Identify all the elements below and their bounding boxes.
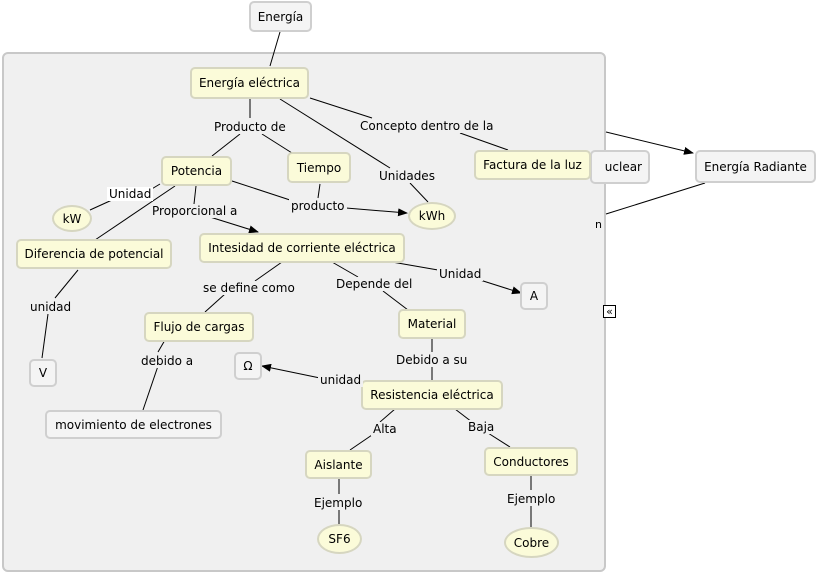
node-material[interactable]: Material xyxy=(398,309,466,339)
node-kwh[interactable]: kWh xyxy=(408,202,456,230)
node-kw[interactable]: kW xyxy=(52,205,92,232)
node-intensidad-corriente[interactable]: Intesidad de corriente eléctrica xyxy=(199,233,405,263)
link-label-se-define: se define como xyxy=(201,281,297,295)
link-label-unidad-kw: Unidad xyxy=(107,187,154,201)
node-factura-luz[interactable]: Factura de la luz xyxy=(474,150,591,180)
node-aislante[interactable]: Aislante xyxy=(305,450,372,479)
node-flujo-cargas[interactable]: Flujo de cargas xyxy=(144,312,254,342)
hidden-label-fragment: n xyxy=(595,218,602,231)
node-voltio[interactable]: V xyxy=(29,359,57,387)
node-sf6[interactable]: SF6 xyxy=(317,524,362,554)
link-label-producto: producto xyxy=(289,199,347,213)
link-label-depende-del: Depende del xyxy=(334,277,415,291)
node-cobre[interactable]: Cobre xyxy=(504,527,559,558)
link-label-ejemplo-cobre: Ejemplo xyxy=(505,492,558,506)
node-amperio[interactable]: A xyxy=(520,282,548,310)
link-label-alta: Alta xyxy=(371,422,399,436)
node-ohm[interactable]: Ω xyxy=(234,352,262,380)
link-label-producto-de: Producto de xyxy=(212,120,288,134)
link-label-baja: Baja xyxy=(466,420,497,434)
node-diferencia-potencial[interactable]: Diferencia de potencial xyxy=(16,239,172,269)
node-energia-radiante[interactable]: Energía Radiante xyxy=(695,150,816,183)
node-conductores[interactable]: Conductores xyxy=(484,447,578,476)
link-label-proporcional: Proporcional a xyxy=(150,204,240,218)
link-label-unidad-v: unidad xyxy=(28,300,74,314)
node-potencia[interactable]: Potencia xyxy=(161,156,232,186)
expanded-concept-panel xyxy=(2,52,606,572)
node-energia-nuclear[interactable]: uclear xyxy=(590,150,650,184)
link-label-unidad-omega: unidad xyxy=(318,373,364,387)
collapse-panel-icon[interactable]: « xyxy=(603,305,616,318)
link-label-ejemplo-sf6: Ejemplo xyxy=(312,496,365,510)
link-label-unidad-a: Unidad xyxy=(437,267,484,281)
node-energia[interactable]: Energía xyxy=(249,1,312,32)
node-energia-electrica[interactable]: Energía eléctrica xyxy=(190,67,309,99)
link-label-debido-a: debido a xyxy=(139,354,196,368)
node-resistencia-electrica[interactable]: Resistencia eléctrica xyxy=(361,380,503,410)
node-tiempo[interactable]: Tiempo xyxy=(287,152,351,183)
link-label-debido-a-su: Debido a su xyxy=(394,353,470,367)
link-label-concepto-dentro: Concepto dentro de la xyxy=(358,119,496,133)
link-label-unidades: Unidades xyxy=(377,169,437,183)
node-movimiento-electrones[interactable]: movimiento de electrones xyxy=(45,410,222,439)
